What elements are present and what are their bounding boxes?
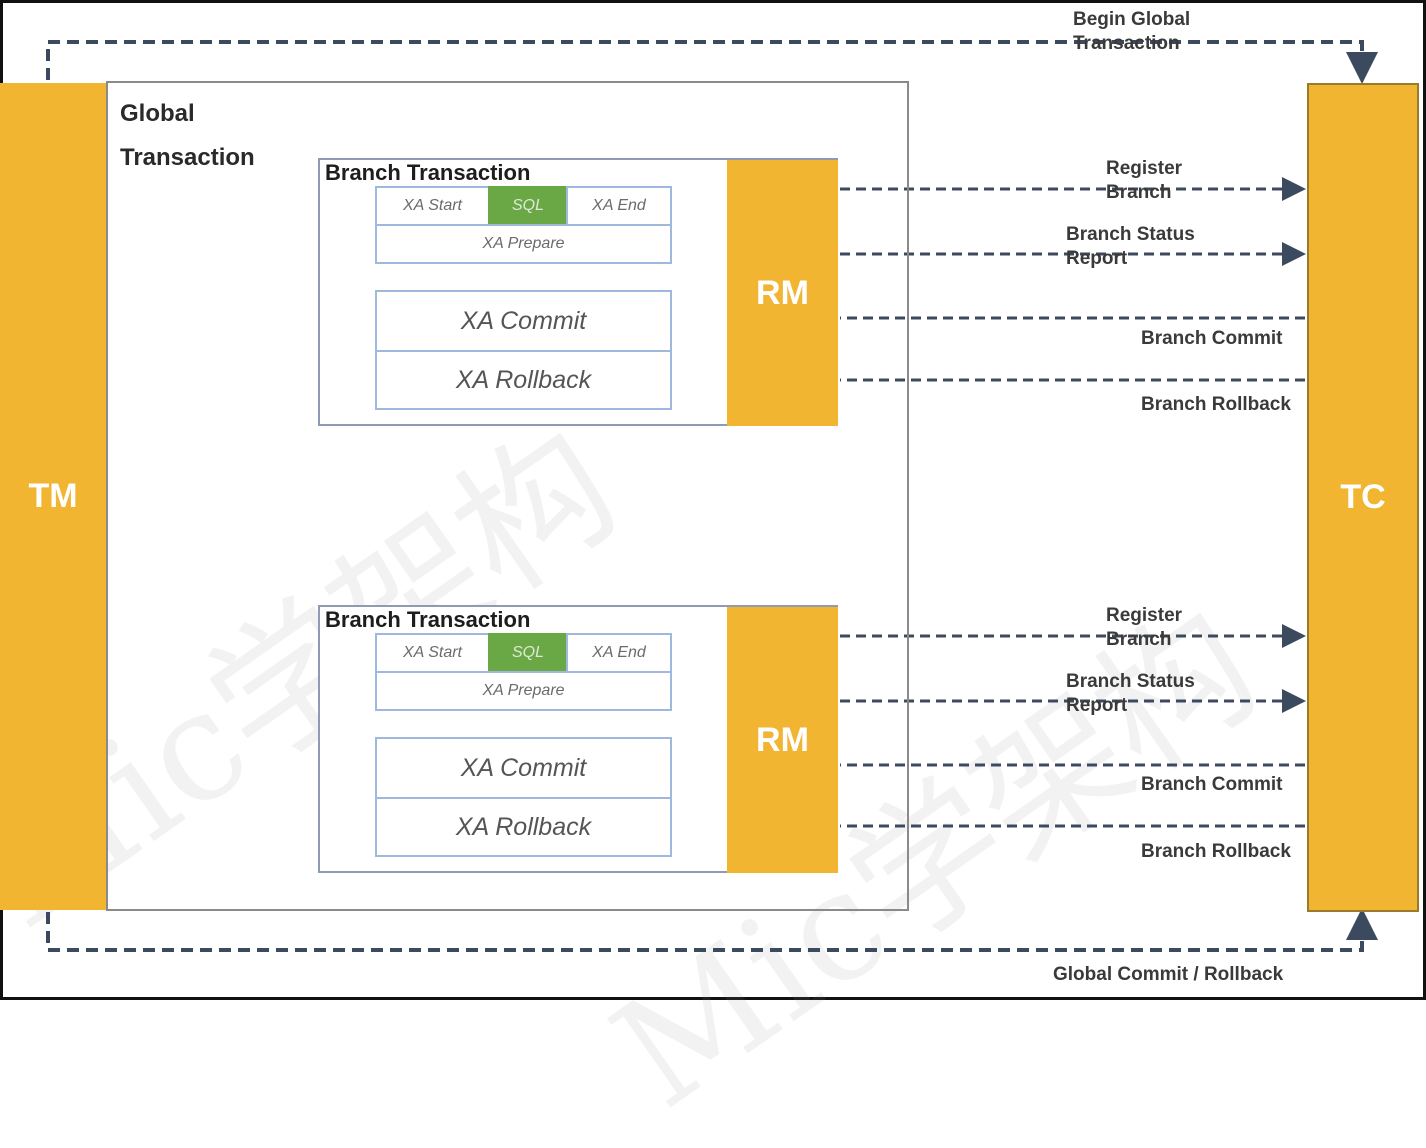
global-commit-rollback-label: Global Commit / Rollback — [1053, 964, 1284, 985]
xa-start-cell: XA Start — [375, 633, 490, 673]
register-branch-label: Register Branch — [1106, 605, 1183, 650]
xa-end-cell: XA End — [566, 186, 672, 226]
begin-global-label: Begin Global Transaction — [1073, 9, 1191, 54]
xa-commit-cell: XA Commit — [375, 737, 672, 799]
tm-block: TM — [0, 83, 107, 910]
register-branch-label: Register Branch — [1106, 158, 1183, 203]
branch-transaction-box: Branch Transaction XA Start SQL XA End X… — [318, 605, 838, 873]
xa-prepare-cell: XA Prepare — [375, 671, 672, 711]
global-transaction-box — [106, 81, 909, 911]
xa-commit-cell: XA Commit — [375, 290, 672, 352]
xa-prepare-cell: XA Prepare — [375, 224, 672, 264]
sql-cell: SQL — [488, 186, 568, 226]
branch-transaction-title: Branch Transaction — [325, 160, 531, 185]
branch-commit-label: Branch Commit — [1141, 328, 1283, 349]
sql-cell: SQL — [488, 633, 568, 673]
branch-rollback-label: Branch Rollback — [1141, 841, 1291, 862]
xa-start-cell: XA Start — [375, 186, 490, 226]
tc-label: TC — [1340, 478, 1386, 516]
global-transaction-label: Global Transaction — [120, 100, 255, 171]
branch-status-report-label: Branch Status Report — [1066, 671, 1195, 716]
rm-block: RM — [727, 607, 838, 873]
branch-transaction-box: Branch Transaction XA Start SQL XA End X… — [318, 158, 838, 426]
tm-label: TM — [28, 477, 78, 515]
xa-rollback-cell: XA Rollback — [375, 350, 672, 410]
begin-global-line — [46, 40, 1378, 84]
xa-end-cell: XA End — [566, 633, 672, 673]
branch-commit-label: Branch Commit — [1141, 774, 1283, 795]
tc-block: TC — [1307, 83, 1419, 912]
branch-transaction-title: Branch Transaction — [325, 607, 531, 632]
branch-status-report-label: Branch Status Report — [1066, 224, 1195, 269]
xa-rollback-cell: XA Rollback — [375, 797, 672, 857]
global-commit-line — [46, 908, 1378, 952]
branch-rollback-label: Branch Rollback — [1141, 394, 1291, 415]
rm-block: RM — [727, 160, 838, 426]
